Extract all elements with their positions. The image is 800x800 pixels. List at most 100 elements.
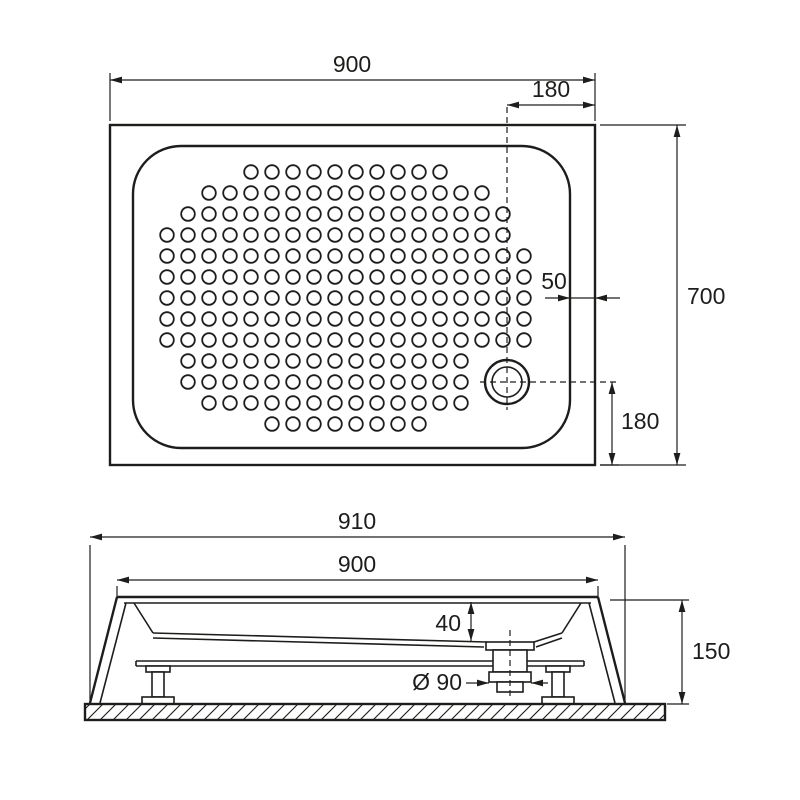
anti-slip-dot	[327, 269, 343, 285]
anti-slip-dot	[180, 353, 196, 369]
hatch-line	[242, 704, 260, 720]
anti-slip-dot	[222, 227, 238, 243]
anti-slip-dot	[243, 185, 259, 201]
anti-slip-dot	[348, 416, 364, 432]
anti-slip-dot	[348, 248, 364, 264]
hatch-line	[346, 704, 364, 720]
anti-slip-dot	[327, 374, 343, 390]
anti-slip-dot	[306, 269, 322, 285]
basin-shell-left	[152, 637, 485, 648]
hatch-line	[99, 704, 117, 720]
anti-slip-dot	[327, 416, 343, 432]
anti-slip-dot	[348, 353, 364, 369]
anti-slip-dot	[369, 395, 385, 411]
anti-slip-dot	[411, 353, 427, 369]
anti-slip-dot	[348, 164, 364, 180]
anti-slip-dot	[348, 206, 364, 222]
anti-slip-dot	[264, 353, 280, 369]
anti-slip-dot	[516, 290, 532, 306]
anti-slip-dot	[432, 374, 448, 390]
side-view: 910 900 40 150 Ø 90	[83, 508, 730, 722]
anti-slip-dot	[264, 416, 280, 432]
anti-slip-dot	[285, 416, 301, 432]
anti-slip-dot	[285, 374, 301, 390]
hatch-line	[489, 704, 507, 720]
anti-slip-dot	[243, 395, 259, 411]
anti-slip-dot	[180, 206, 196, 222]
dim-base-width: 910	[89, 508, 626, 700]
anti-slip-dot	[243, 353, 259, 369]
anti-slip-dot	[306, 395, 322, 411]
hatch-line	[359, 704, 377, 720]
anti-slip-dot	[348, 311, 364, 327]
anti-slip-dot	[159, 227, 175, 243]
anti-slip-dot	[180, 290, 196, 306]
hatch-line	[593, 704, 611, 720]
anti-slip-dot	[222, 290, 238, 306]
anti-slip-dot	[348, 332, 364, 348]
floor	[83, 702, 667, 722]
dim-label-total-height: 150	[692, 638, 730, 664]
anti-slip-dot	[453, 353, 469, 369]
anti-slip-dot	[411, 227, 427, 243]
anti-slip-dot	[180, 227, 196, 243]
anti-slip-dot	[159, 290, 175, 306]
anti-slip-dot	[474, 206, 490, 222]
anti-slip-dot	[327, 395, 343, 411]
anti-slip-dot	[201, 269, 217, 285]
hatch-line	[619, 704, 637, 720]
dim-drain-offset-top: 180	[507, 76, 595, 109]
anti-slip-dot	[222, 353, 238, 369]
anti-slip-dot	[390, 227, 406, 243]
foot-stem	[551, 671, 565, 698]
anti-slip-dot	[474, 227, 490, 243]
anti-slip-dot	[201, 206, 217, 222]
anti-slip-dot	[243, 311, 259, 327]
anti-slip-dot	[222, 248, 238, 264]
hatch-line	[372, 704, 390, 720]
foot-flange	[145, 665, 171, 673]
anti-slip-dot	[411, 395, 427, 411]
anti-slip-dot	[327, 164, 343, 180]
anti-slip-dot	[285, 185, 301, 201]
anti-slip-dot	[390, 416, 406, 432]
anti-slip-dot	[432, 206, 448, 222]
anti-slip-dot	[432, 332, 448, 348]
anti-slip-dot	[390, 269, 406, 285]
anti-slip-dot	[453, 395, 469, 411]
tray-basin-edge	[131, 144, 572, 450]
anti-slip-dot	[390, 395, 406, 411]
hatch-line	[476, 704, 494, 720]
anti-slip-dot	[516, 332, 532, 348]
anti-slip-dot	[369, 185, 385, 201]
skirt-right-inner	[588, 602, 616, 704]
anti-slip-dot	[264, 269, 280, 285]
anti-slip-dot	[432, 269, 448, 285]
anti-slip-dot	[180, 269, 196, 285]
hatch-line	[502, 704, 520, 720]
anti-slip-dot	[453, 332, 469, 348]
hatch-line	[138, 704, 156, 720]
anti-slip-dot	[432, 290, 448, 306]
hatch-line	[151, 704, 169, 720]
anti-slip-dot	[306, 248, 322, 264]
anti-slip-dot	[453, 248, 469, 264]
anti-slip-dot	[285, 290, 301, 306]
anti-slip-dot	[411, 416, 427, 432]
anti-slip-dot	[201, 185, 217, 201]
anti-slip-dot	[411, 332, 427, 348]
anti-slip-dot	[432, 227, 448, 243]
anti-slip-dot	[201, 227, 217, 243]
dim-label-drain-diameter: Ø 90	[412, 669, 462, 695]
anti-slip-dot	[432, 353, 448, 369]
anti-slip-dot	[348, 395, 364, 411]
anti-slip-dot	[348, 269, 364, 285]
anti-slip-dot	[495, 290, 511, 306]
anti-slip-dot	[264, 395, 280, 411]
anti-slip-dot	[180, 311, 196, 327]
anti-slip-dot	[243, 290, 259, 306]
anti-slip-dot	[264, 332, 280, 348]
anti-slip-dot	[159, 311, 175, 327]
anti-slip-dot	[201, 374, 217, 390]
basin-wall-right	[561, 602, 582, 634]
